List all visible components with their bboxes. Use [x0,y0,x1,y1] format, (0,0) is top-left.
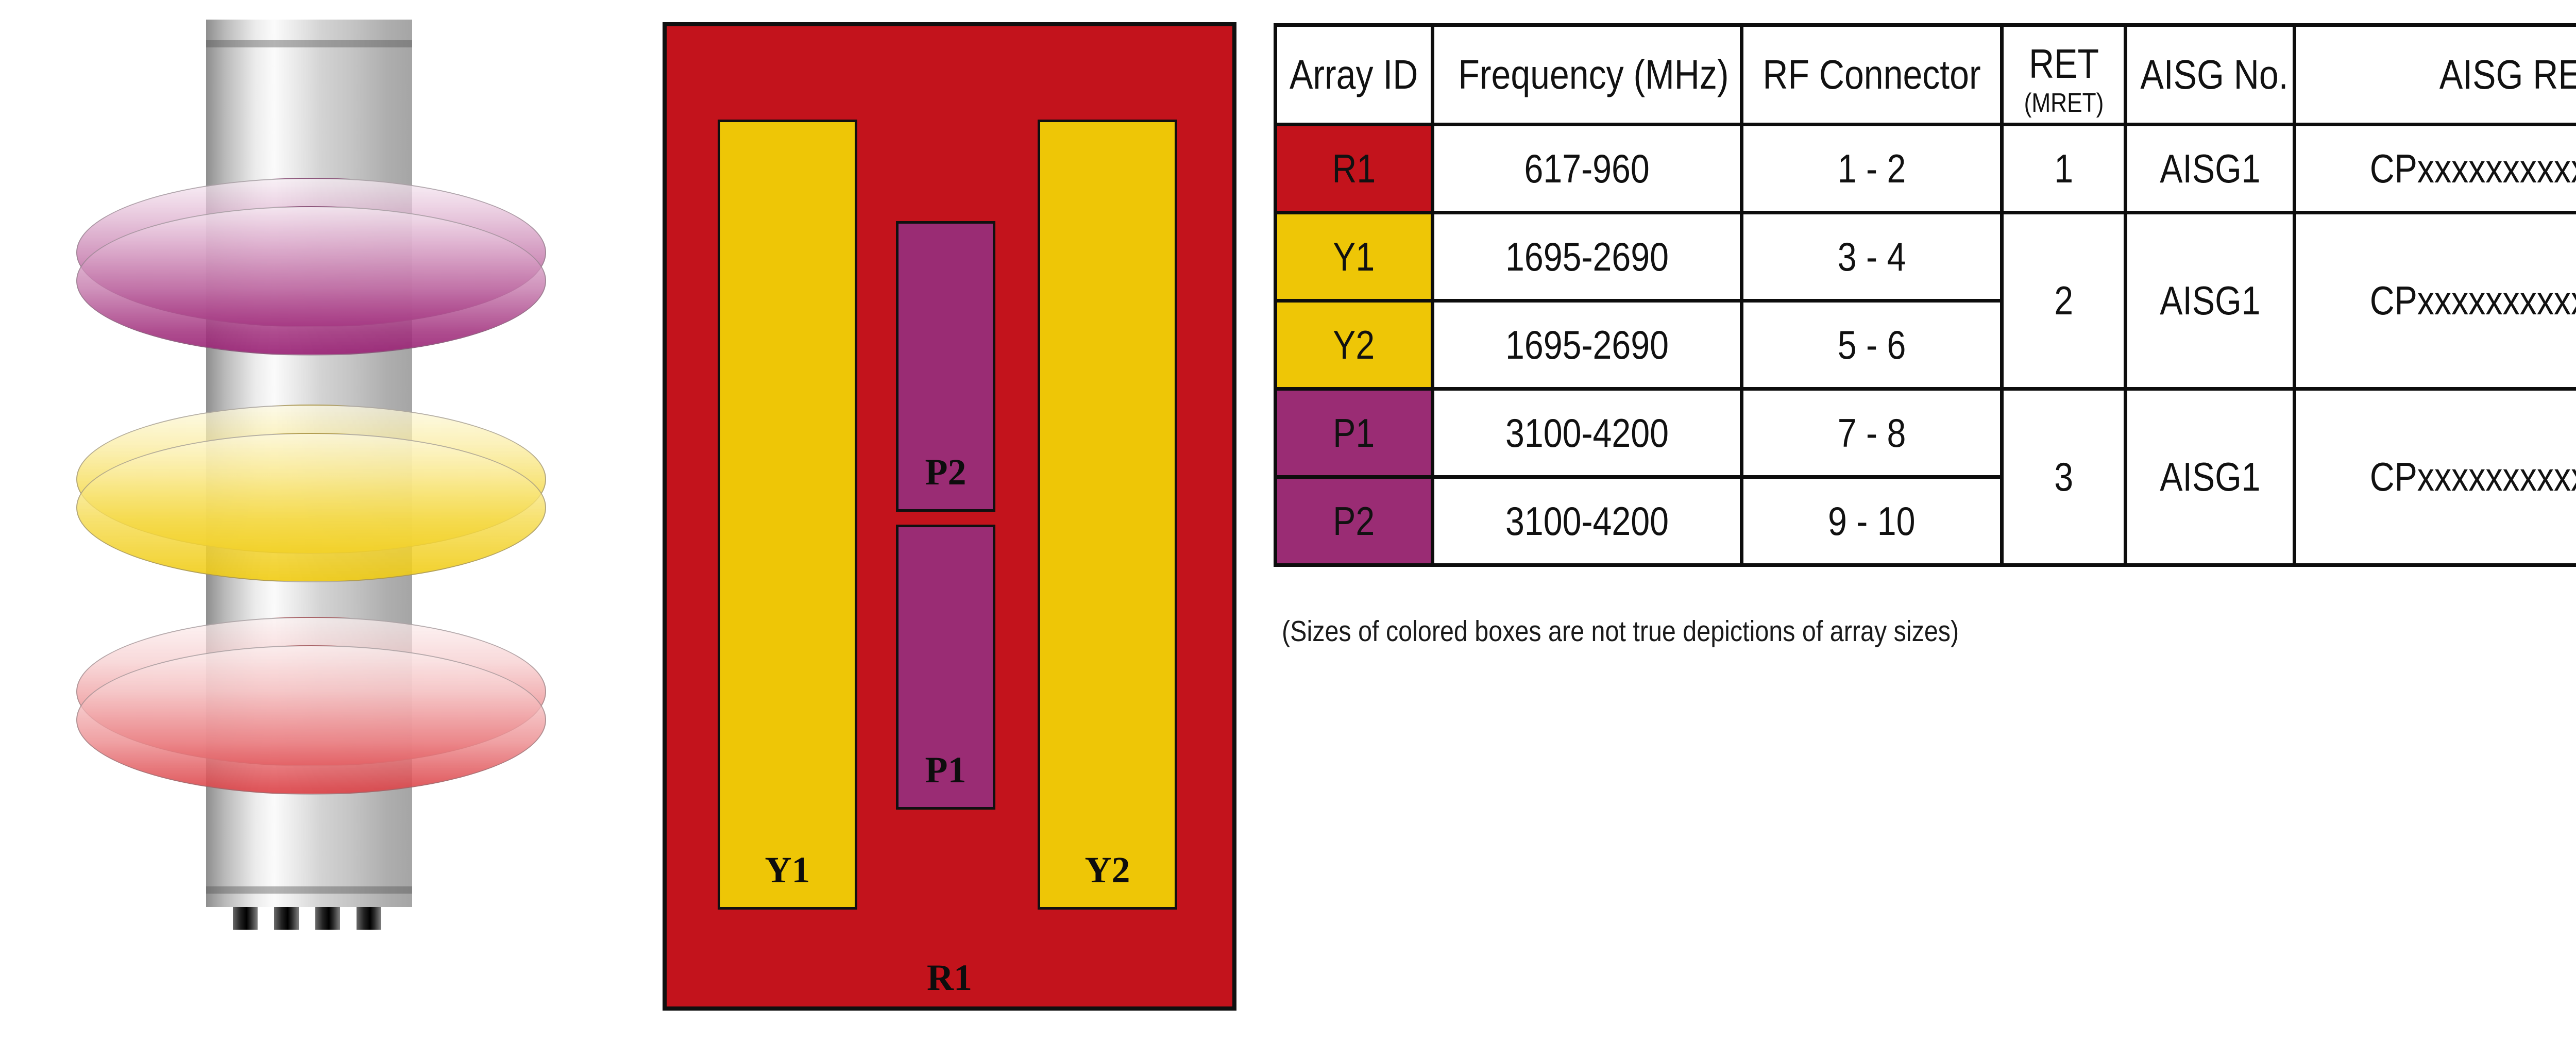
array-label-p2: P2 [925,451,967,493]
array-id-cell-y1: Y1 [1274,211,1434,303]
table-header-row: Array ID Frequency (MHz) RF Connector RE… [1274,23,2576,126]
array-id-cell-r1: R1 [1274,123,1434,214]
table-row-y2: Y2 1695-2690 5 - 6 [1274,299,2576,391]
cylinder-top-seam [206,40,412,47]
ret-mapping-table: Array ID Frequency (MHz) RF Connector RE… [1274,23,2576,567]
connector-pin [274,907,299,930]
array-region-p1: P1 [896,525,995,810]
array-id-cell-p1: P1 [1274,387,1434,479]
col-header-array-id: Array ID [1274,23,1434,126]
rf-connector-cell: 5 - 6 [1740,299,2004,391]
array-id-cell-p2: P2 [1274,475,1434,567]
size-disclaimer-note: (Sizes of colored boxes are not true dep… [1282,615,1959,648]
ret-cell: 1 [2000,123,2127,214]
connector-pin [357,907,381,930]
connector-pin [315,907,340,930]
ret-cell-merged: 2 [2000,211,2127,391]
beam-disc-red-lower [76,645,546,795]
array-label-y1: Y1 [765,849,810,891]
array-region-p2: P2 [896,221,995,512]
rf-connector-cell: 3 - 4 [1740,211,2004,303]
table-row-p1: P1 3100-4200 7 - 8 3 AISG1 CPxxxxxxxxxxx… [1274,387,2576,567]
aisg-ret-uid-cell-merged: CPxxxxxxxxxxxxxxMM.2 [2293,211,2576,391]
col-header-aisg-ret-uid: AISG RET UID [2293,23,2576,126]
frequency-cell: 3100-4200 [1431,387,1743,479]
table-row-r1: R1 617-960 1 - 2 1 AISG1 CPxxxxxxxxxxxxx… [1274,123,2576,214]
array-label-y2: Y2 [1084,849,1130,891]
antenna-figure [0,0,659,1041]
table-row-y1: Y1 1695-2690 3 - 4 2 AISG1 CPxxxxxxxxxxx… [1274,211,2576,391]
array-label-r1: R1 [927,957,972,998]
aisg-no-cell-merged: AISG1 [2124,211,2296,391]
ret-header-sub: (MRET) [2024,88,2104,118]
ret-header-main: RET [2028,41,2099,87]
rf-connector-cell: 9 - 10 [1740,475,2004,567]
aisg-no-cell: AISG1 [2124,123,2296,214]
connector-pin [233,907,258,930]
array-region-y1: Y1 [718,120,857,910]
cylinder-bottom-seam [206,886,412,894]
col-header-rf-connector: RF Connector [1740,23,2004,126]
aisg-ret-uid-cell: CPxxxxxxxxxxxxxxMM.1 [2293,123,2576,214]
ret-cell-merged: 3 [2000,387,2127,567]
col-header-ret: RET (MRET) [2000,23,2127,126]
frequency-cell: 3100-4200 [1431,475,1743,567]
array-id-cell-y2: Y2 [1274,299,1434,391]
aisg-ret-uid-cell-merged: CPxxxxxxxxxxxxxxMM.3 [2293,387,2576,567]
array-region-y2: Y2 [1038,120,1177,910]
array-label-p1: P1 [925,749,967,791]
rf-connector-cell: 1 - 2 [1740,123,2004,214]
table-row-p2: P2 3100-4200 9 - 10 [1274,475,2576,567]
frequency-cell: 1695-2690 [1431,211,1743,303]
beam-disc-yellow-lower [76,433,546,582]
col-header-frequency: Frequency (MHz) [1431,23,1743,126]
beam-disc-purple-lower [76,206,546,356]
aisg-no-cell-merged: AISG1 [2124,387,2296,567]
rf-connector-cell: 7 - 8 [1740,387,2004,479]
col-header-aisg-no: AISG No. [2124,23,2296,126]
frequency-cell: 617-960 [1431,123,1743,214]
array-schematic: Y1 Y2 P2 P1 R1 [663,22,1236,1011]
frequency-cell: 1695-2690 [1431,299,1743,391]
